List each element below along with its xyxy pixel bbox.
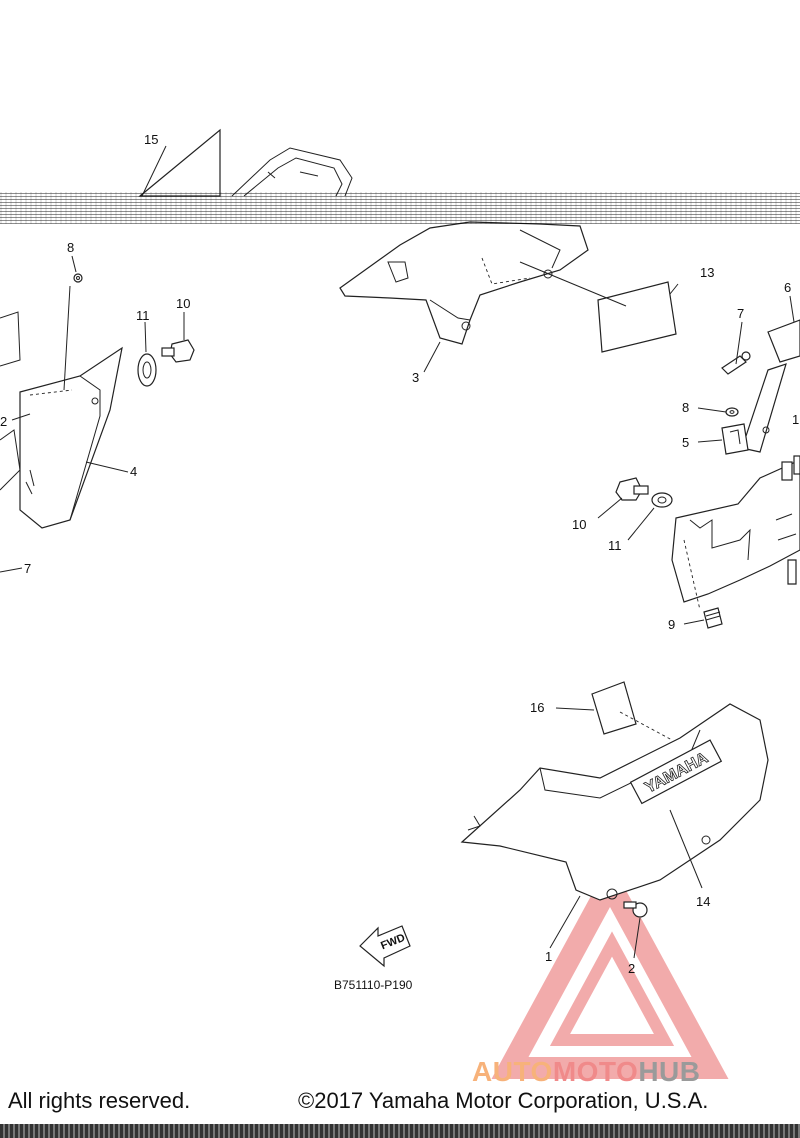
- callout-11: 11: [608, 538, 622, 553]
- callout-7: 7: [737, 306, 744, 321]
- callout-4: 4: [130, 464, 137, 479]
- leader-lines: [0, 145, 795, 959]
- part-11-grommet-right: [651, 492, 673, 508]
- callout-13: 13: [700, 265, 714, 280]
- part-8-washer-right: [725, 407, 739, 417]
- callout-11: 11: [136, 308, 150, 323]
- part-5-clip: [721, 423, 749, 455]
- callout-8: 8: [682, 400, 689, 415]
- fwd-arrow-icon: FWD: [359, 925, 411, 968]
- watermark-brand: AUTOMOTOHUB: [472, 1056, 700, 1088]
- callout-14: 14: [696, 894, 710, 909]
- callout-labels: 15 8 11 10 2 4 7 3 13 6 7 1 8 5 10 11 9 …: [0, 132, 799, 976]
- watermark-part-hub: HUB: [638, 1056, 701, 1087]
- watermark-part-moto: MOTO: [552, 1056, 639, 1087]
- callout-2: 2: [0, 414, 7, 429]
- part-4-left-bracket: [19, 346, 123, 529]
- part-2-screw-lower: [606, 888, 648, 918]
- footer-rights: All rights reserved.: [8, 1088, 191, 1113]
- footer-copyright: ©2017 Yamaha Motor Corporation, U.S.A.: [298, 1088, 709, 1113]
- part-10-bolt-right: [615, 477, 649, 501]
- part-11-grommet-left: [137, 353, 157, 387]
- figure-code: B751110-P190: [334, 978, 413, 992]
- callout-10: 10: [176, 296, 190, 311]
- watermark-triangle-icon: [491, 860, 729, 1079]
- part-14-side-cover: YAMAHA: [460, 703, 769, 901]
- callout-3: 3: [412, 370, 419, 385]
- part-7-pin-right: [721, 351, 751, 375]
- scan-artifact-band: [0, 192, 800, 224]
- callout-1: 1: [545, 949, 552, 964]
- callout-1: 1: [792, 412, 799, 427]
- callout-15: 15: [144, 132, 158, 147]
- scan-artifact-bottom: [0, 1124, 800, 1138]
- watermark-part-auto: AUTO: [472, 1056, 553, 1087]
- part-6-right-bracket: [741, 319, 800, 453]
- part-7-pin-lower-right: [787, 559, 797, 585]
- part-16-sticker: [591, 681, 637, 735]
- callout-16: 16: [530, 700, 544, 715]
- right-bracket-assembly: [671, 455, 800, 611]
- part-3-center-cover: [339, 221, 589, 345]
- part-8-washer-left: [73, 273, 83, 283]
- callout-7: 7: [24, 561, 31, 576]
- callout-8: 8: [67, 240, 74, 255]
- callout-9: 9: [668, 617, 675, 632]
- part-10-bolt-left: [161, 339, 195, 363]
- callout-6: 6: [784, 280, 791, 295]
- part-15-cover-upper: [138, 128, 353, 197]
- part-2-left-edge: [0, 311, 21, 491]
- callout-2: 2: [628, 961, 635, 976]
- callout-5: 5: [682, 435, 689, 450]
- part-13-label: [597, 281, 677, 353]
- part-9-nut: [703, 607, 723, 629]
- callout-10: 10: [572, 517, 586, 532]
